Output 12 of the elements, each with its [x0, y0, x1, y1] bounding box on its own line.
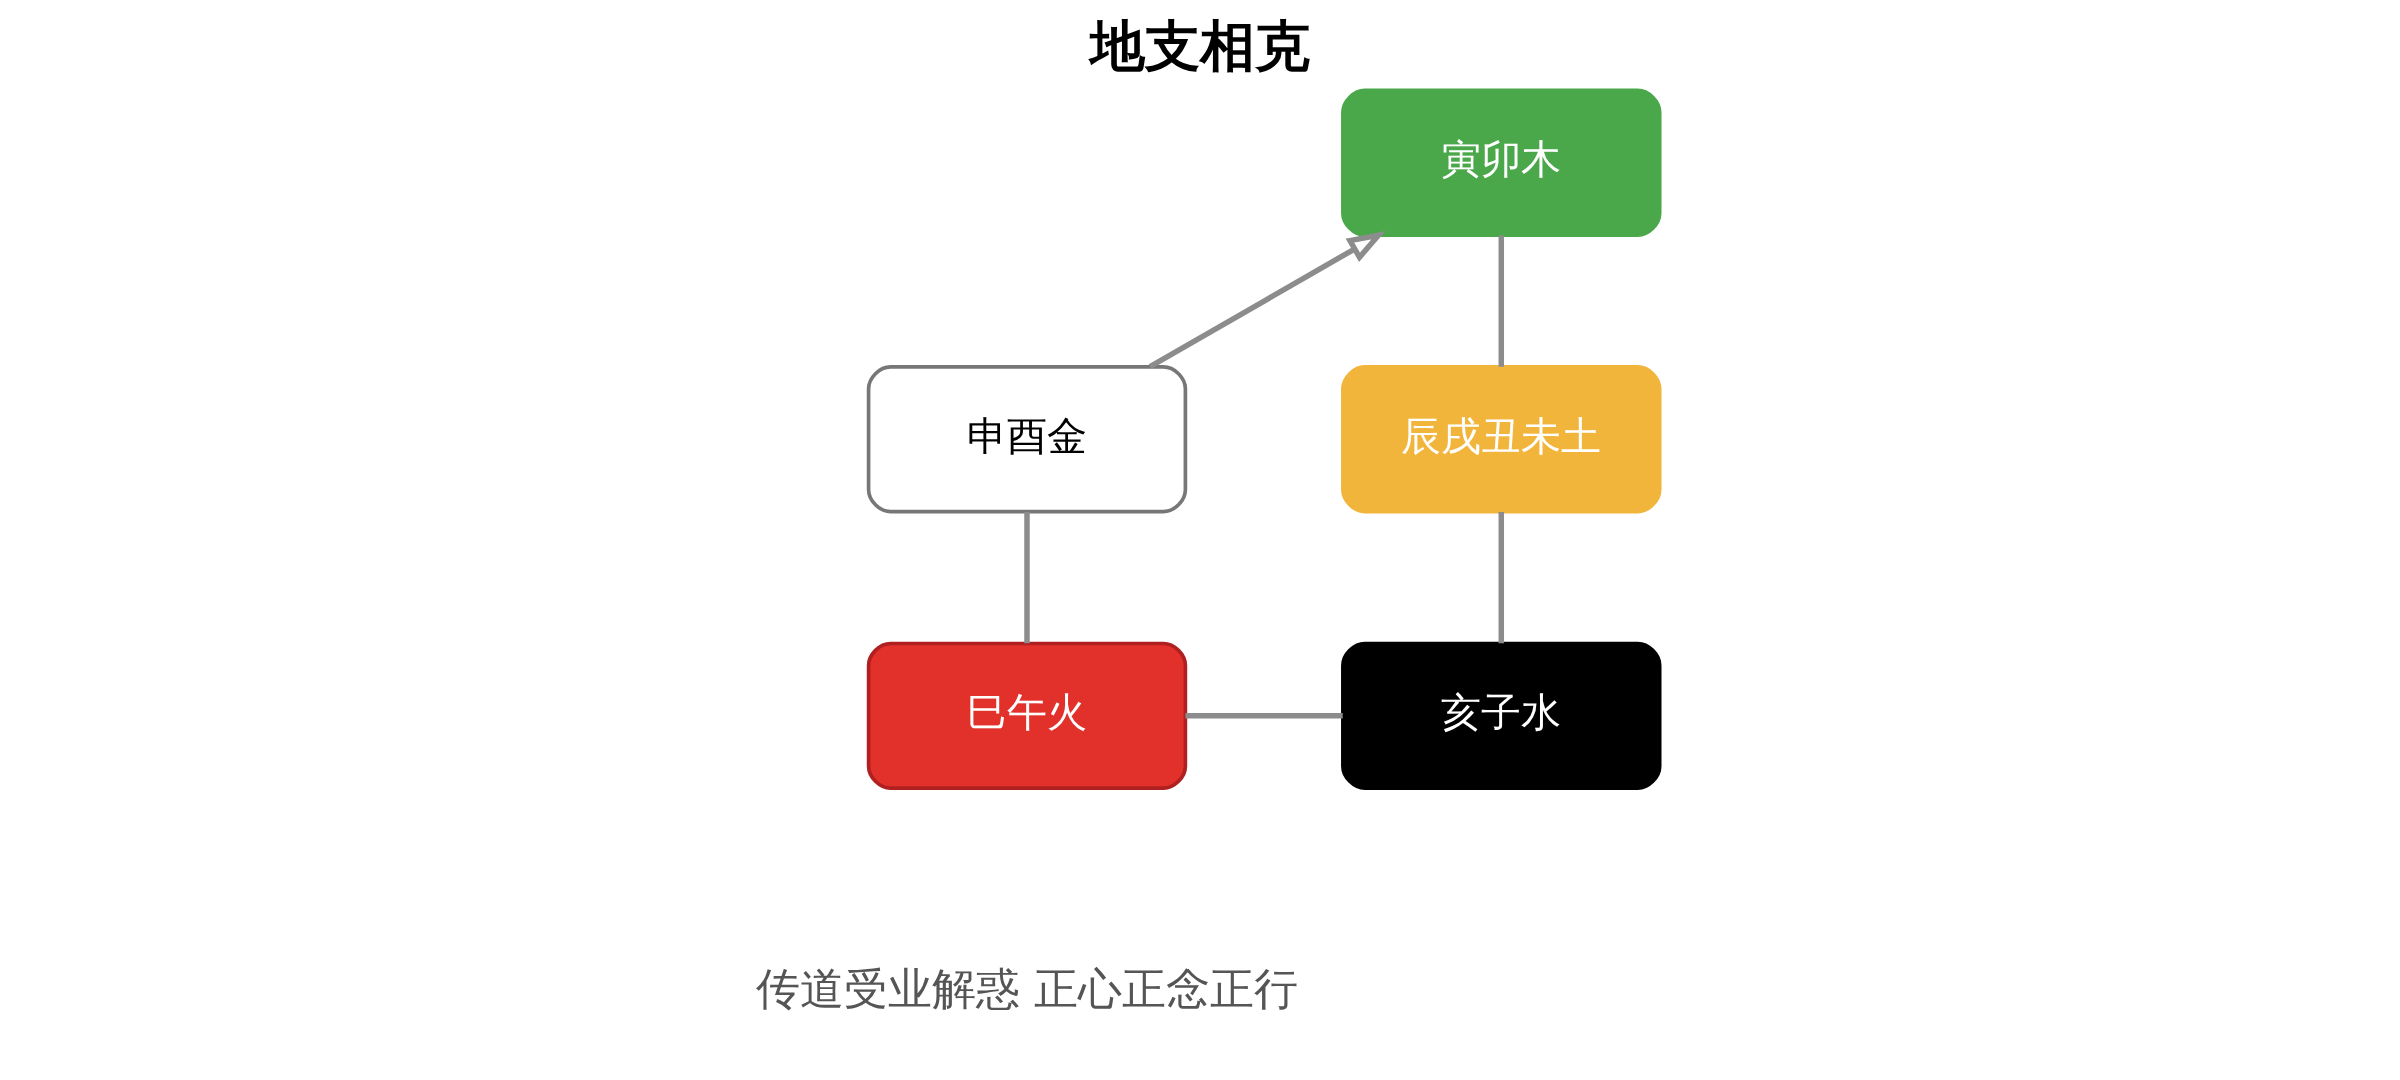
diagram-title: 地支相克 — [1089, 13, 1310, 78]
connector — [1498, 512, 1504, 644]
arrow — [1148, 231, 1386, 370]
connector — [1184, 713, 1343, 719]
node-box: 辰戌丑未土 — [1340, 365, 1661, 514]
node-box: 亥子水 — [1340, 641, 1661, 790]
label: 传道受业解惑 正心正念正行 — [755, 962, 1298, 1014]
connector — [1023, 512, 1030, 644]
node-box: 申酉金 — [866, 365, 1187, 514]
node-box: 巳午火 — [866, 641, 1187, 790]
connector — [1498, 235, 1504, 367]
node-box: 寅卯木 — [1340, 88, 1661, 237]
